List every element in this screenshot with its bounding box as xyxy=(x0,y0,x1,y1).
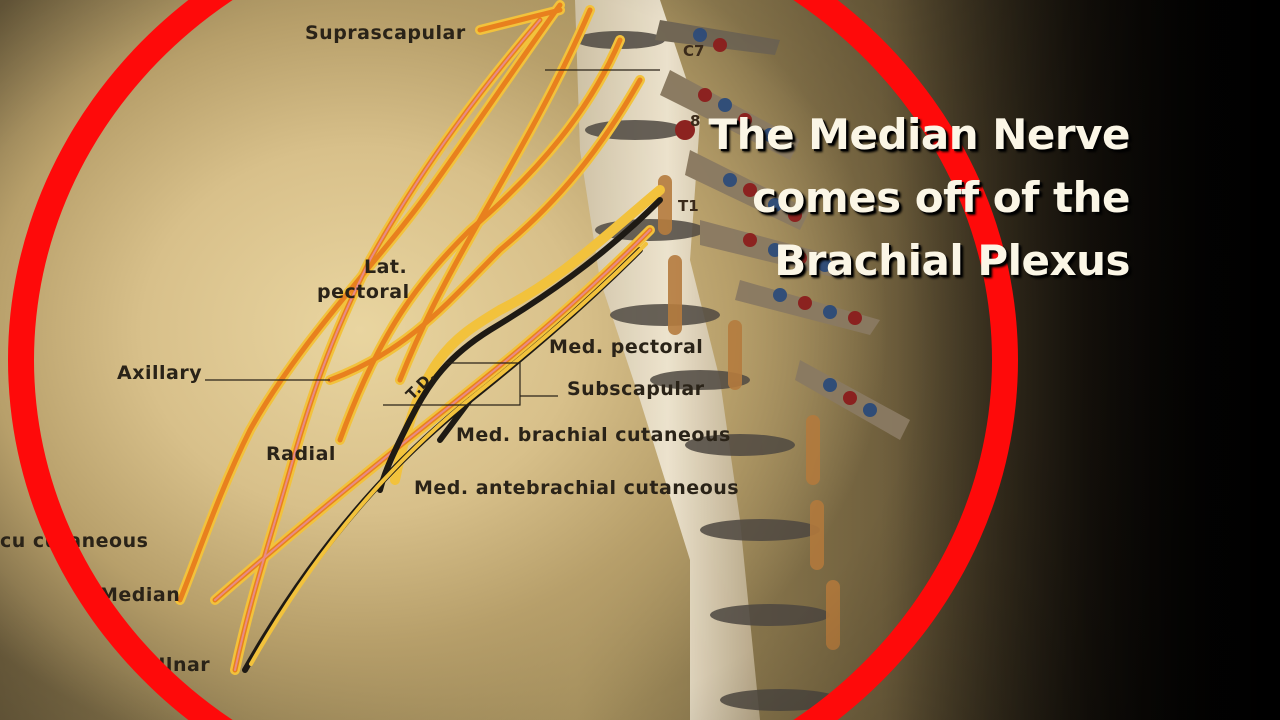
title-line-3: Brachial Plexus xyxy=(774,236,1130,285)
title-line-1: The Median Nerve xyxy=(708,110,1131,159)
title-line-2: comes off of the xyxy=(752,173,1130,222)
title-overlay: The Median Nerve comes off of the Brachi… xyxy=(708,103,1131,292)
